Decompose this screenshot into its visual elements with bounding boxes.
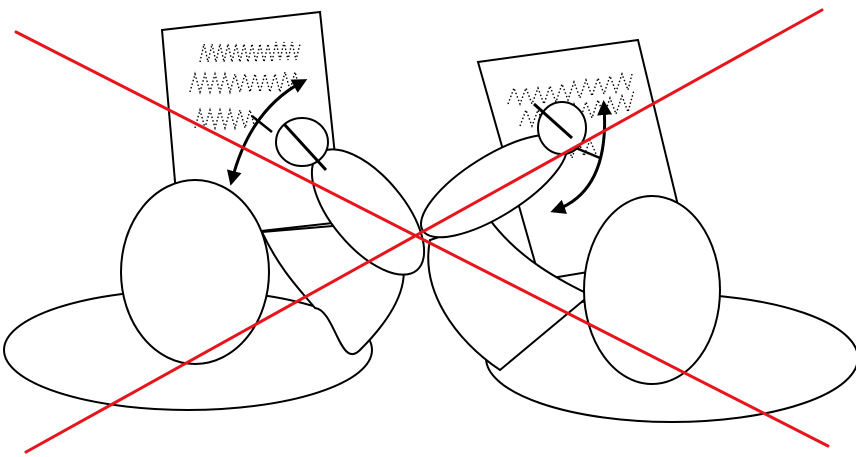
right-figure xyxy=(407,40,856,422)
left-figure xyxy=(4,12,444,410)
left-head xyxy=(121,180,269,364)
